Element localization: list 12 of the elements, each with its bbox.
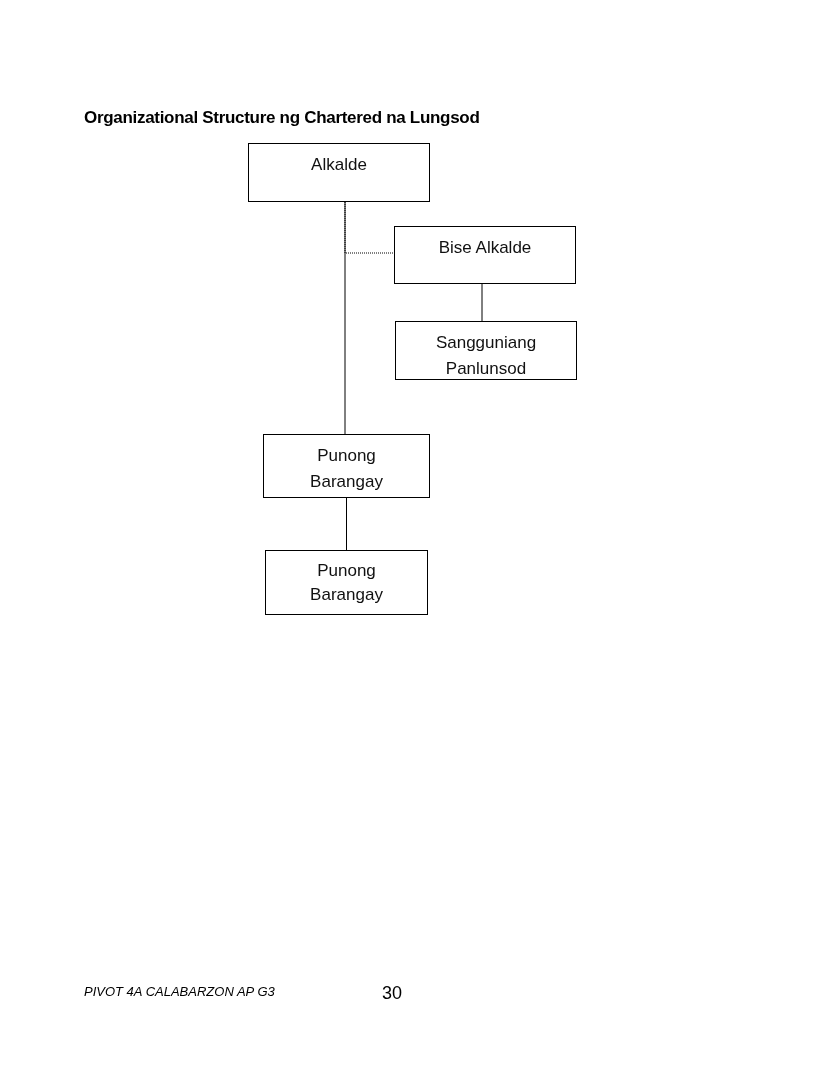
connector-line [481, 283, 483, 322]
dotted-connector [344, 201, 395, 254]
org-box: Sangguniang Panlunsod [395, 321, 577, 380]
org-box: Bise Alkalde [394, 226, 576, 284]
footer-text: PIVOT 4A CALABARZON AP G3 [84, 983, 275, 1001]
org-box: Alkalde [248, 143, 430, 202]
diagram-title: Organizational Structure ng Chartered na Lungsod [84, 107, 480, 129]
org-box: Punong Barangay [265, 550, 428, 615]
connector-line [346, 497, 347, 551]
org-box: Punong Barangay [263, 434, 430, 498]
connector-line [344, 201, 346, 435]
page-number: 30 [382, 982, 403, 1005]
